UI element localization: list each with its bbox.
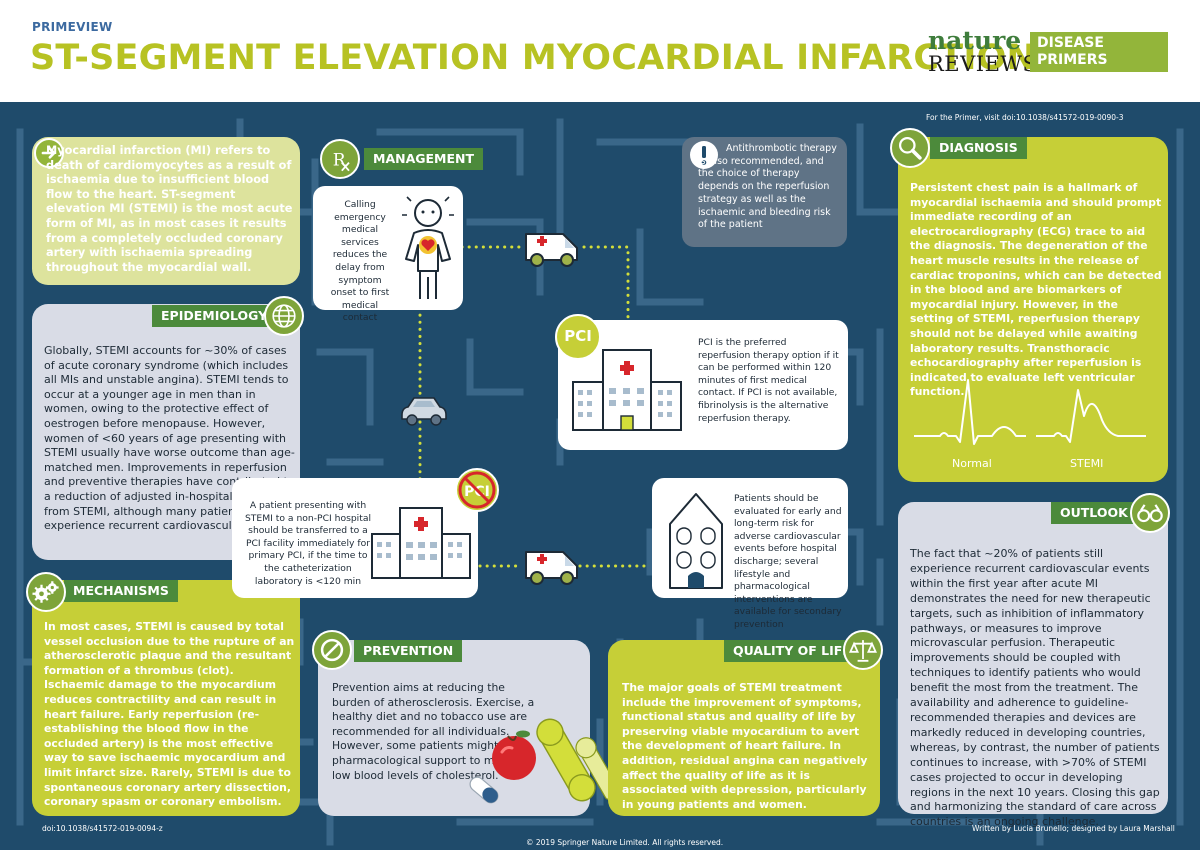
prevention-text: Prevention aims at reducing the burden o… [332, 681, 535, 782]
ambulance-icon [523, 228, 581, 268]
logo-box: DISEASE PRIMERS [1030, 32, 1168, 72]
antithrombotic-text: Antithrombotic therapy is also recommend… [698, 143, 837, 231]
doi-note: doi:10.1038/s41572-019-0094-z [42, 824, 163, 833]
quality-of-life-panel [608, 640, 880, 816]
header: PRIMEVIEW ST-SEGMENT ELEVATION MYOCARDIA… [0, 0, 1200, 102]
management-heading: MANAGEMENT [364, 148, 484, 170]
scales-icon [843, 630, 883, 670]
car-icon [398, 393, 450, 427]
person-icon [398, 193, 458, 305]
ecg-normal-label: Normal [952, 457, 992, 470]
quality-of-life-text: The major goals of STEMI treatment inclu… [622, 681, 868, 811]
logo-word-reviews: REVIEWS [928, 52, 1038, 76]
copyright-note: © 2019 Springer Nature Limited. All righ… [526, 838, 724, 847]
magnifier-icon [890, 128, 930, 168]
credits-note: Written by Lucia Brunello; designed by L… [972, 824, 1175, 833]
logo-box-line1: DISEASE [1037, 35, 1104, 51]
hospital-icon [368, 498, 474, 580]
mechanisms-heading: MECHANISMS [64, 580, 178, 602]
outlook-text: The fact that ~20% of patients still exp… [910, 547, 1160, 829]
exclamation-icon [690, 141, 718, 169]
hospital-icon [567, 344, 687, 434]
transfer-text: A patient presenting with STEMI to a non… [244, 500, 372, 587]
diagnosis-heading: DIAGNOSIS [930, 137, 1027, 159]
evaluation-text: Patients should be evaluated for early a… [734, 493, 842, 630]
ecg-stemi-label: STEMI [1070, 457, 1104, 470]
ambulance-icon [523, 546, 581, 586]
epidemiology-text: Globally, STEMI accounts for ~30% of cas… [44, 344, 295, 533]
logo-word-nature: nature [928, 26, 1022, 55]
gears-icon [26, 572, 66, 612]
diagnosis-text: Persistent chest pain is a hallmark of m… [910, 181, 1162, 399]
outlook-panel [898, 502, 1168, 814]
binoculars-icon [1130, 493, 1170, 533]
prevention-illustration [458, 716, 618, 816]
mechanisms-panel [32, 580, 300, 816]
calling-text: Calling emergency medical services reduc… [330, 199, 390, 324]
intro-text: Myocardial infarction (MI) refers to dea… [46, 144, 293, 274]
page-title: ST-SEGMENT ELEVATION MYOCARDIAL INFARCTI… [30, 38, 1037, 78]
quality-of-life-heading: QUALITY OF LIFE [724, 640, 860, 662]
outlook-heading: OUTLOOK [1051, 502, 1137, 524]
prevention-heading: PREVENTION [354, 640, 463, 662]
epidemiology-heading: EPIDEMIOLOGY [152, 305, 277, 327]
mechanisms-text: In most cases, STEMI is caused by total … [44, 620, 295, 809]
globe-icon [264, 296, 304, 336]
primer-link-note: For the Primer, visit doi:10.1038/s41572… [926, 113, 1124, 122]
logo-box-line2: PRIMERS [1037, 52, 1108, 68]
prescription-icon: R [320, 139, 360, 179]
no-pci-badge: PCI [454, 467, 500, 513]
arrow-right-icon [34, 138, 64, 168]
no-entry-icon [312, 630, 352, 670]
intro-panel [32, 137, 300, 285]
pci-badge [555, 314, 601, 360]
pci-badge-label: PCI [564, 327, 592, 345]
pci-text: PCI is the preferred reperfusion therapy… [698, 337, 839, 424]
diagnosis-panel [898, 137, 1168, 482]
journal-logo: nature REVIEWS DISEASE PRIMERS [928, 26, 1168, 76]
house-icon [664, 488, 728, 592]
ecg-icon [914, 379, 1146, 445]
series-label: PRIMEVIEW [32, 20, 113, 34]
